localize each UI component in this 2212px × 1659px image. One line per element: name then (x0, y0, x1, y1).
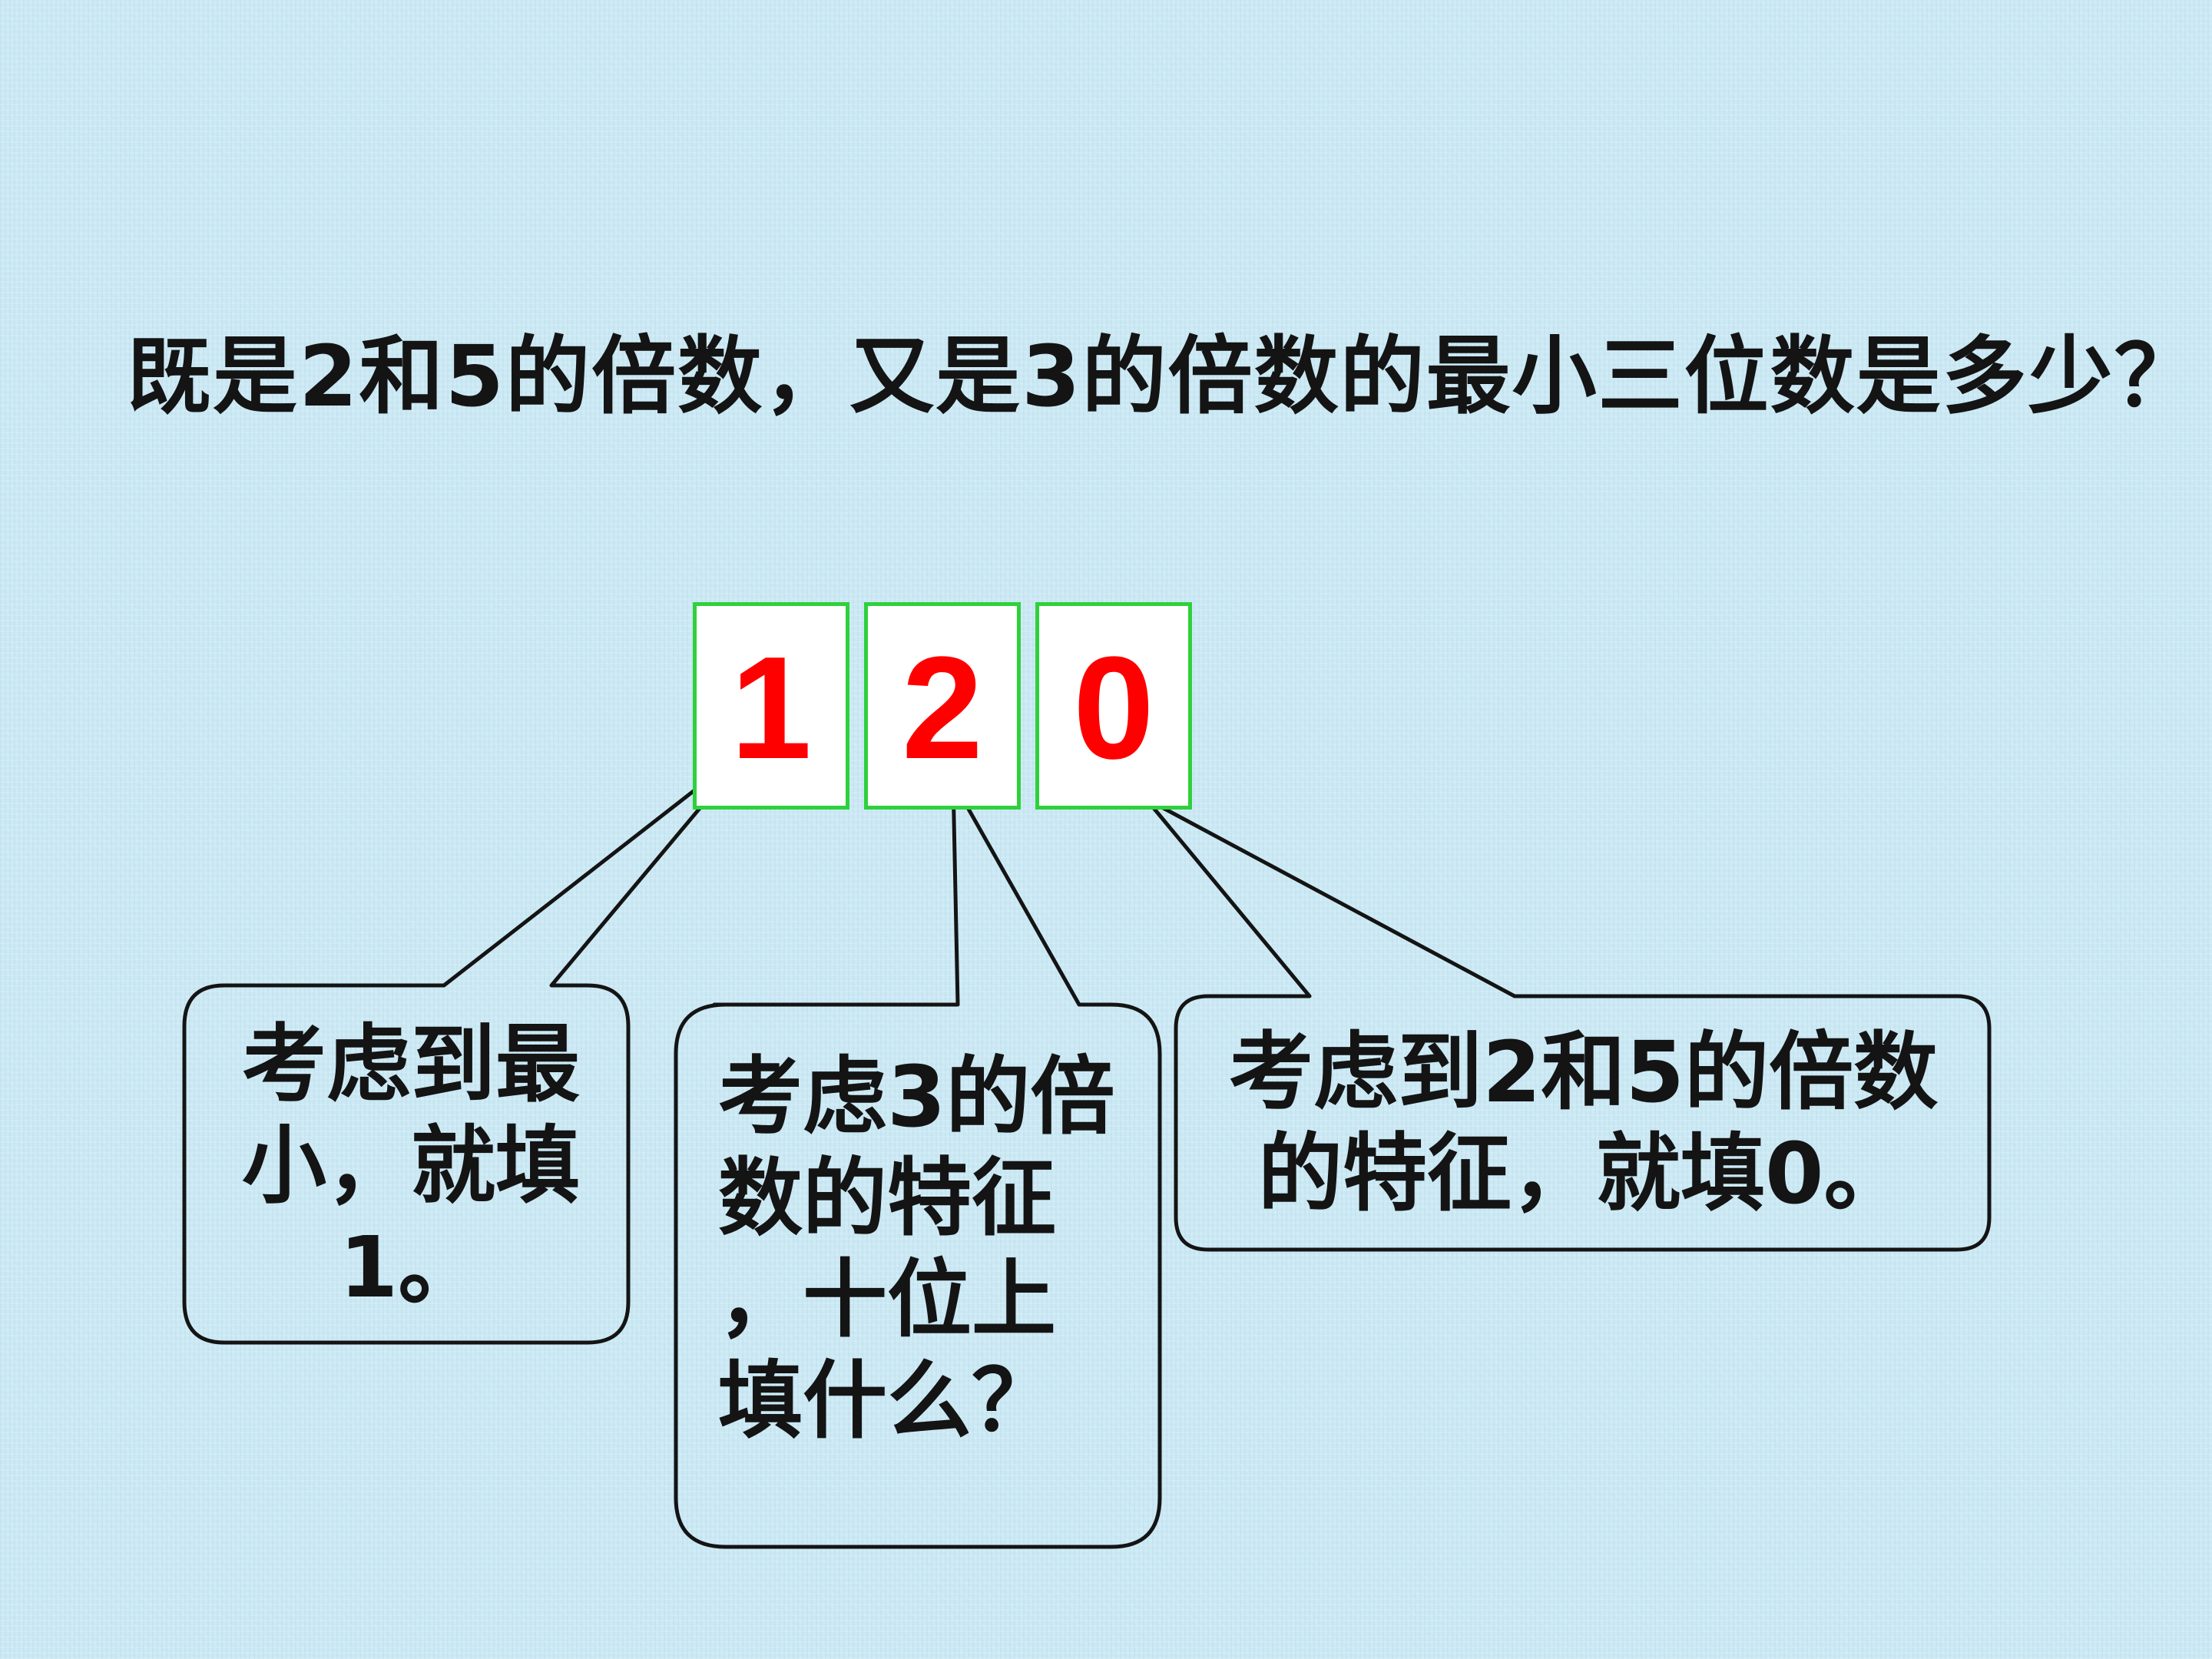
digit-box-tens: 2 (864, 602, 1021, 810)
question-title: 既是2和5的倍数，又是3的倍数的最小三位数是多少？ (127, 327, 2200, 426)
callout-line: 考虑到2和5的倍数 (1229, 1023, 1939, 1121)
callout-text-tens: 考虑3的倍 数的特征 ，十位上 填什么？ (718, 1046, 1148, 1452)
callout-text-ones: 考虑到2和5的倍数 的特征，就填0。 (1229, 1022, 1966, 1224)
digit-box-hundreds: 1 (693, 602, 849, 810)
callout-line: 小，就填 (242, 1117, 580, 1215)
callout-bubble-ones (1144, 796, 1992, 1252)
callout-bubble-tens (674, 780, 1162, 1549)
callout-bubble-hundreds (182, 743, 755, 1345)
digit-box-ones: 0 (1035, 602, 1192, 810)
digit-tens: 2 (902, 627, 983, 790)
callout-line: 的特征，就填0。 (1258, 1124, 1909, 1223)
callout-line: 填什么？ (718, 1352, 1056, 1450)
callout-line: 数的特征 (718, 1149, 1056, 1247)
callout-line: 考虑3的倍 (718, 1048, 1115, 1146)
callout-line: ，十位上 (718, 1250, 1056, 1349)
callout-line: 考虑到最 (242, 1015, 580, 1114)
callout-text-hundreds: 考虑到最 小，就填 1。 (230, 1014, 591, 1318)
digit-hundreds: 1 (730, 627, 812, 790)
callout-line: 1。 (339, 1218, 483, 1316)
digit-ones: 0 (1073, 627, 1154, 790)
